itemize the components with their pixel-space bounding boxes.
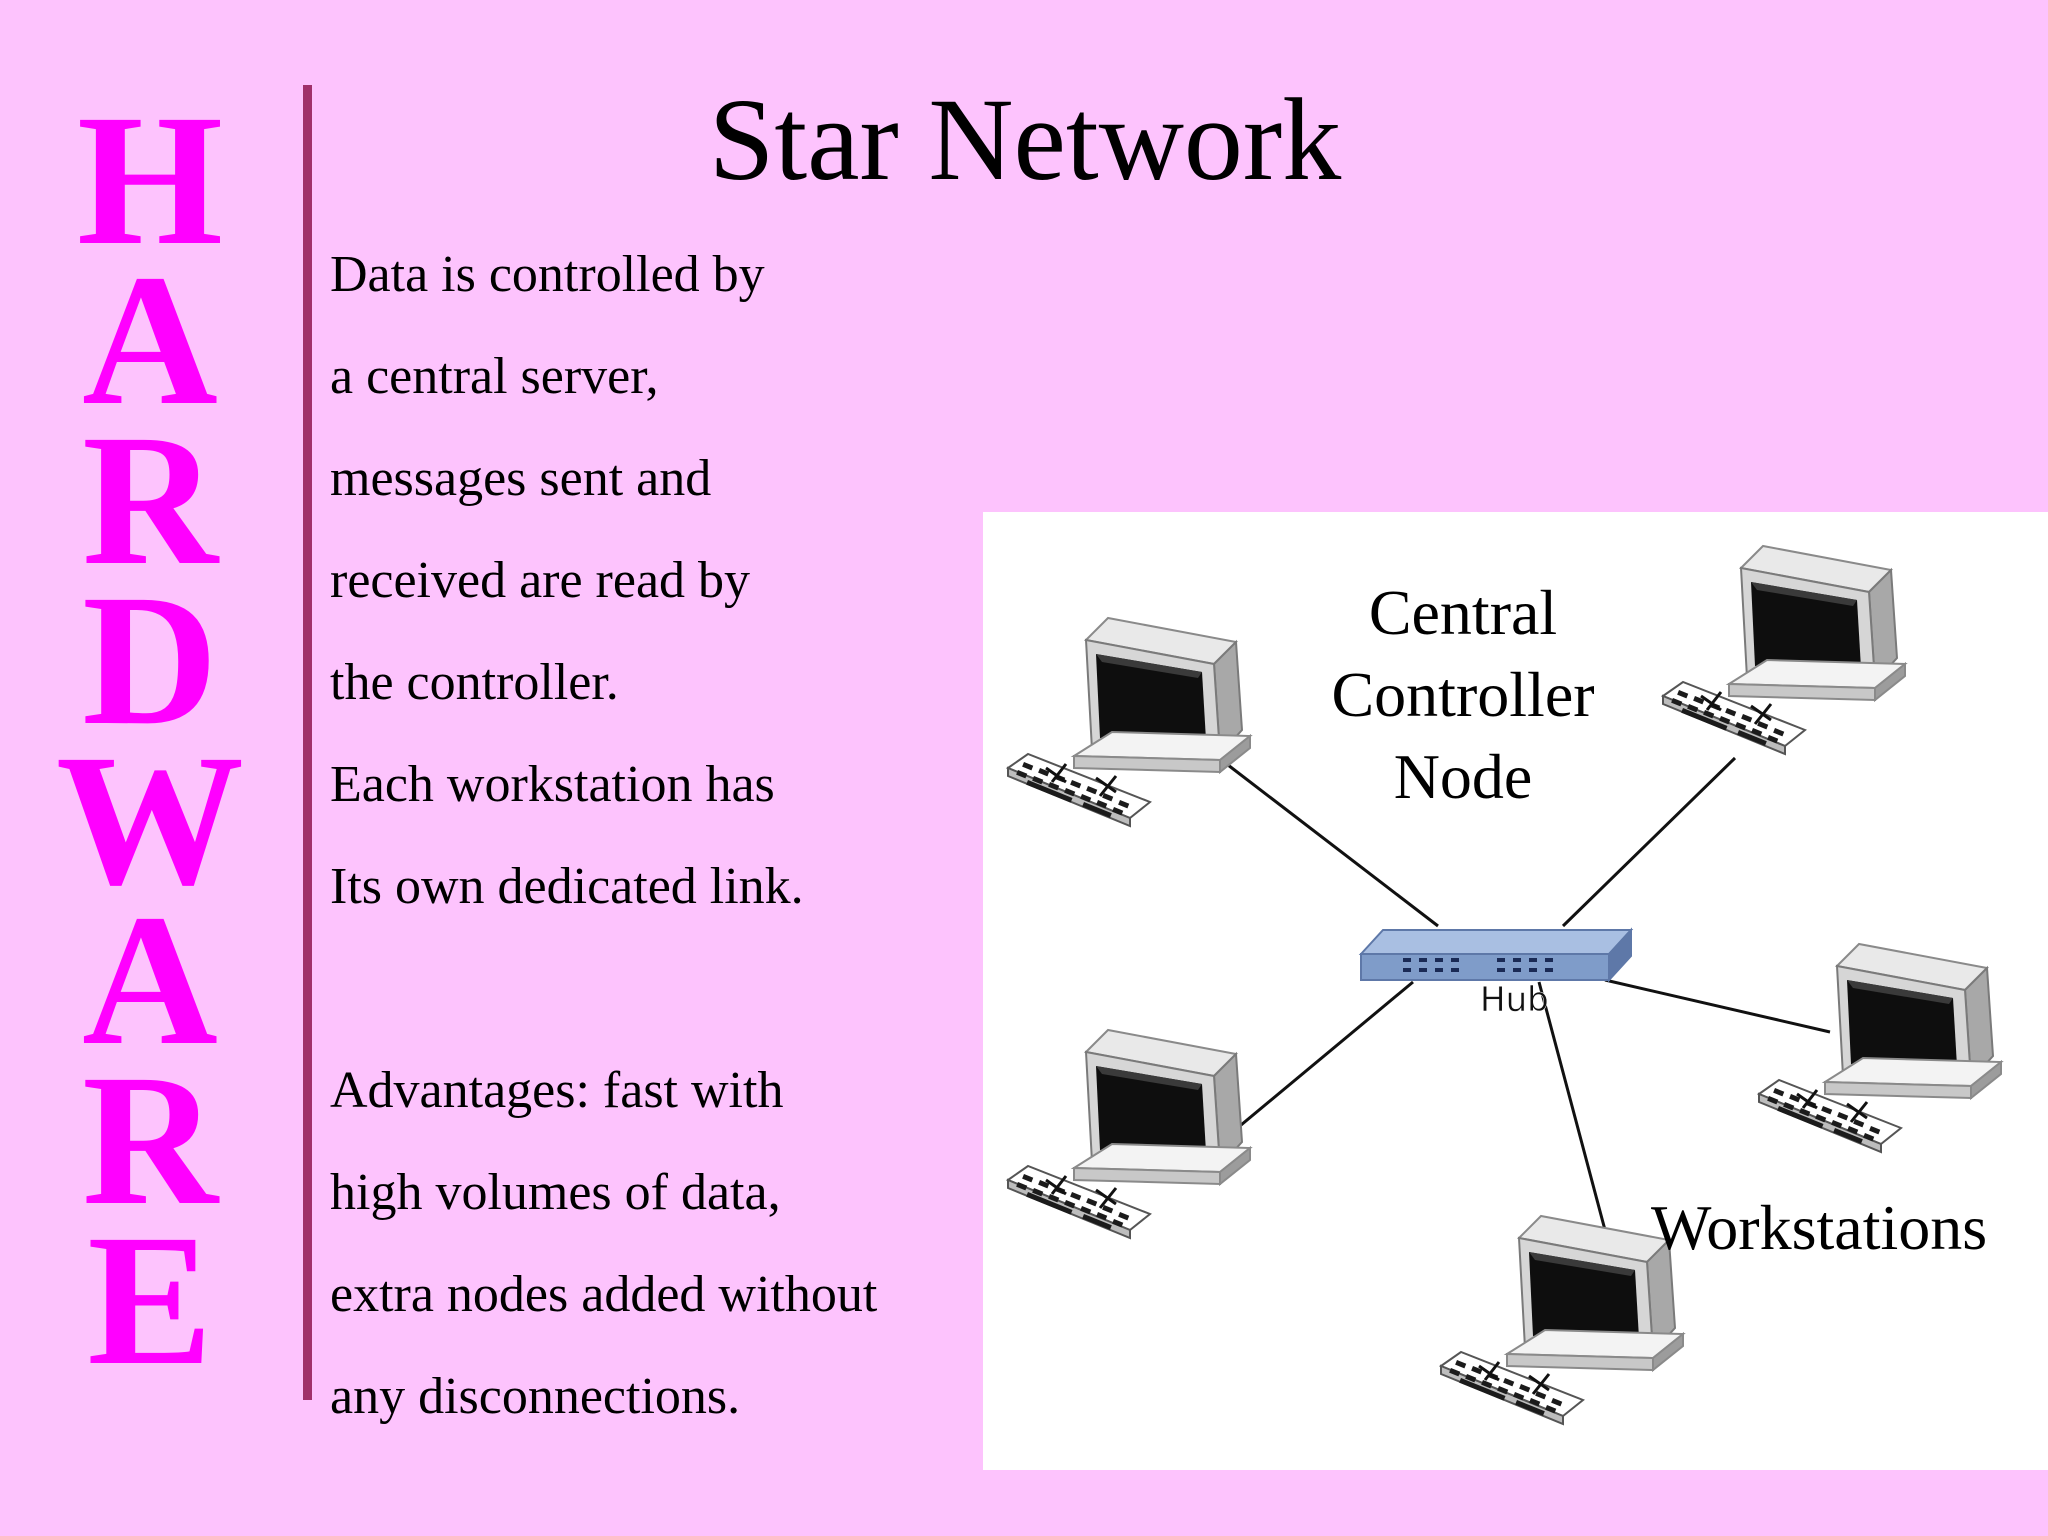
vertical-divider (303, 85, 312, 1400)
star-network-diagram: Hub Central Controller Node Workstations (983, 512, 2048, 1470)
side-heading-letter: D (82, 555, 218, 764)
workstations-label: Workstations (1651, 1192, 1988, 1263)
link-line (1210, 980, 1414, 1152)
side-heading-letter: R (82, 395, 218, 604)
workstation-icon (1006, 1028, 1252, 1240)
link-line (1537, 981, 1607, 1231)
workstation-icon (1439, 1214, 1685, 1426)
side-heading-letter: R (82, 1035, 218, 1244)
side-heading-letter: E (87, 1195, 213, 1404)
body-line: high volumes of data, (330, 1164, 781, 1221)
body-line: Advantages: fast with (330, 1062, 784, 1119)
body-line: any disconnections. (330, 1368, 741, 1425)
workstation-icon (1006, 616, 1252, 828)
side-heading-letter: W (56, 715, 244, 924)
body-line: a central server, (330, 348, 659, 405)
body-line: messages sent and (330, 450, 712, 507)
link-line (1604, 978, 1831, 1034)
side-heading-letter: H (76, 75, 224, 284)
central-controller-line: Node (1393, 741, 1533, 812)
hub-icon (1358, 927, 1634, 983)
body-line: Its own dedicated link. (330, 858, 804, 915)
workstation-icon (1661, 544, 1907, 756)
body-line: received are read by (330, 552, 751, 609)
network-links (1210, 756, 1831, 1231)
body-line: the controller. (330, 654, 619, 711)
central-controller-line: Controller (1331, 659, 1595, 730)
link-line (1227, 763, 1439, 928)
central-controller-line: Central (1368, 577, 1558, 648)
body-line: Data is controlled by (330, 246, 765, 303)
body-line: Each workstation has (330, 756, 775, 813)
hub-label: Hub (1480, 980, 1549, 1020)
slide-title: Star Network (708, 74, 1342, 205)
workstation-icon (1757, 942, 2003, 1154)
link-line (1561, 756, 1737, 928)
body-line: extra nodes added without (330, 1266, 878, 1323)
side-heading-letter: A (82, 235, 218, 444)
central-controller-label: Central Controller Node (1283, 572, 1643, 818)
side-heading-letter: A (82, 875, 218, 1084)
